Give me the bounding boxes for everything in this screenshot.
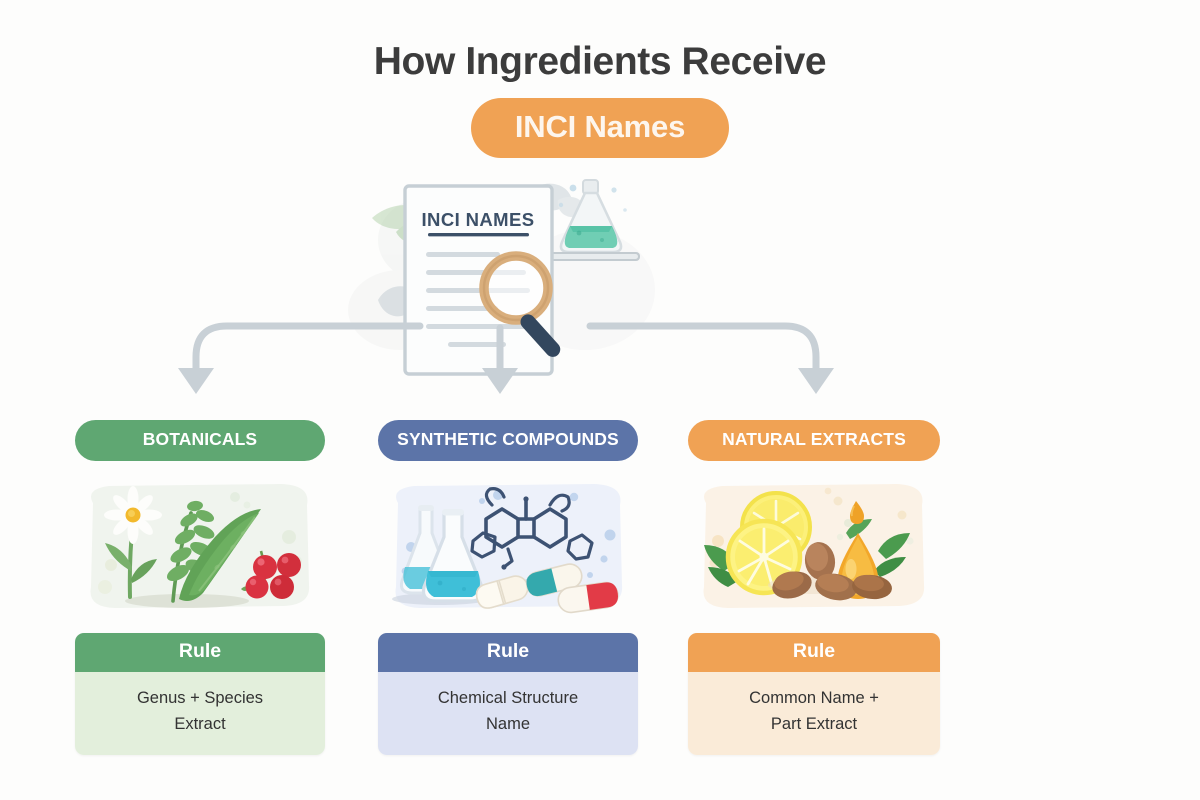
- aloe-leaf-icon: [179, 509, 261, 601]
- rule-line-1: Chemical Structure: [437, 689, 579, 707]
- rule-heading: Rule: [75, 633, 325, 672]
- title-pill-container: INCI Names: [0, 98, 1200, 158]
- natural-extracts-illustration: [688, 475, 940, 620]
- header: How Ingredients Receive INCI Names: [0, 0, 1200, 158]
- rule-body: Common Name + Part Extract: [688, 672, 940, 756]
- connector-arrows: [0, 300, 1200, 420]
- hero-illustration: INCI NAMES: [330, 170, 710, 400]
- almond-nut-icon: [768, 542, 892, 601]
- magnifier-icon: [479, 251, 561, 357]
- page-title: How Ingredients Receive: [373, 40, 827, 83]
- rule-line-2: Part Extract: [770, 714, 858, 733]
- molecule-structure-icon: [470, 487, 594, 569]
- flask-icon: [544, 179, 640, 261]
- rule-body: Genus + Species Extract: [75, 672, 325, 756]
- red-berries-icon: [241, 550, 301, 599]
- category-pill-natural[interactable]: NATURAL EXTRACTS: [688, 420, 940, 461]
- column-synthetic: SYNTHETIC COMPOUNDS: [378, 420, 638, 756]
- rule-card-natural: Rule Common Name + Part Extract: [688, 633, 940, 756]
- rule-line-2: Extract: [174, 714, 226, 733]
- capsule-pill-icon: [475, 563, 619, 614]
- rule-card-botanicals: Rule Genus + Species Extract: [75, 633, 325, 756]
- inci-names-pill: INCI Names: [470, 98, 730, 158]
- rule-line-2: Name: [485, 714, 530, 733]
- flask-icon: [392, 505, 488, 605]
- decorative-dots: [98, 492, 302, 594]
- rule-heading: Rule: [378, 633, 638, 672]
- rule-line-1: Genus + Species: [136, 689, 264, 707]
- column-natural: NATURAL EXTRACTS: [688, 420, 940, 756]
- decorative-dots: [709, 487, 914, 568]
- lemon-slice-icon: [725, 491, 812, 596]
- botanicals-illustration: [75, 475, 325, 620]
- rule-card-synthetic: Rule Chemical Structure Name: [378, 633, 638, 756]
- category-pill-botanicals[interactable]: BOTANICALS: [75, 420, 325, 461]
- category-pill-synthetic[interactable]: SYNTHETIC COMPOUNDS: [378, 420, 638, 461]
- rule-body: Chemical Structure Name: [378, 672, 638, 756]
- column-botanicals: BOTANICALS: [75, 420, 325, 756]
- synthetic-compounds-illustration: [378, 475, 638, 620]
- rule-line-1: Common Name +: [749, 689, 879, 707]
- document-heading: INCI NAMES: [422, 209, 535, 230]
- daisy-flower-icon: [104, 486, 162, 599]
- rule-heading: Rule: [688, 633, 940, 672]
- arrow-head: [178, 368, 834, 394]
- molecule-atom: [501, 496, 529, 570]
